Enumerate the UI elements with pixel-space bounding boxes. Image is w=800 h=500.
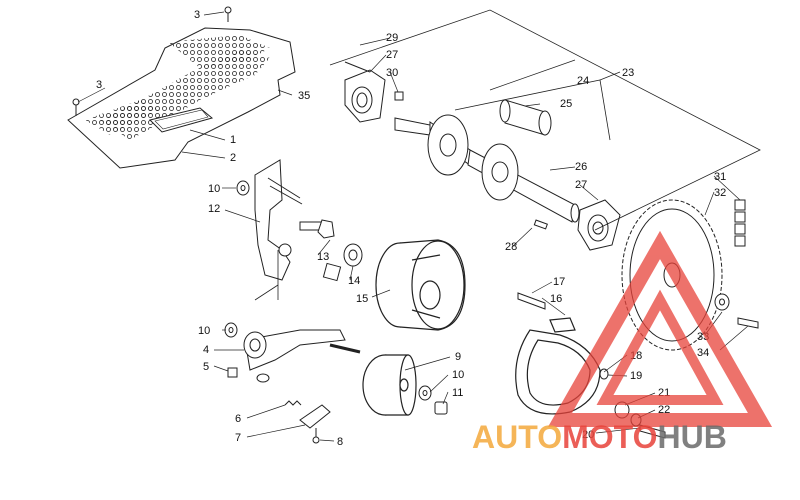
key-28 — [533, 219, 548, 230]
watermark-hub: HUB — [657, 419, 726, 455]
washer-33 — [714, 293, 730, 311]
callout-28: 28 — [505, 241, 517, 253]
callout-9: 9 — [455, 351, 461, 363]
callout-3-left: 3 — [96, 79, 102, 91]
screw-3-top — [224, 6, 232, 22]
bolt-34 — [737, 317, 759, 329]
callout-14: 14 — [348, 275, 360, 287]
washer-10-upper — [236, 180, 250, 196]
spring-6 — [284, 400, 302, 406]
callout-35: 35 — [298, 90, 310, 102]
callout-27-lower: 27 — [575, 179, 587, 191]
callout-26: 26 — [575, 161, 587, 173]
callout-29: 29 — [386, 32, 398, 44]
nut-5 — [227, 367, 238, 378]
callout-27-upper: 27 — [386, 49, 398, 61]
screw-8 — [312, 428, 320, 444]
callout-15: 15 — [356, 293, 368, 305]
callout-3-top: 3 — [194, 9, 200, 21]
shaft-sleeve-25 — [499, 99, 552, 136]
washer-18-19 — [599, 368, 609, 380]
callout-4: 4 — [203, 344, 209, 356]
washer-14 — [343, 243, 363, 267]
callout-6: 6 — [235, 413, 241, 425]
callout-34: 34 — [697, 347, 709, 359]
main-shaft — [394, 114, 580, 223]
flange-bearing-lower — [577, 199, 621, 251]
callout-24: 24 — [577, 75, 589, 87]
mounting-bracket — [254, 159, 303, 281]
callout-13: 13 — [317, 251, 329, 263]
callout-2: 2 — [230, 152, 236, 164]
drum-pulley — [375, 239, 466, 331]
callout-25: 25 — [560, 98, 572, 110]
washer-10-lower — [418, 385, 432, 401]
bolt-13 — [299, 219, 342, 282]
callout-10-mid: 10 — [198, 325, 210, 337]
callout-30: 30 — [386, 67, 398, 79]
tension-arm — [243, 329, 361, 383]
callout-23: 23 — [622, 67, 634, 79]
skid-plate — [67, 27, 296, 169]
washer-10-mid — [224, 322, 238, 338]
bolt-20 — [639, 424, 666, 439]
nut-30 — [394, 91, 404, 101]
idler-pulley — [362, 354, 417, 416]
callout-20: 20 — [582, 429, 594, 441]
nut-11 — [434, 401, 448, 415]
clip-7 — [299, 404, 331, 429]
callout-31: 31 — [714, 171, 726, 183]
watermark-logo — [547, 230, 773, 427]
callout-1: 1 — [230, 134, 236, 146]
callout-32: 32 — [714, 187, 726, 199]
drive-chain — [734, 199, 746, 247]
callout-19: 19 — [630, 370, 642, 382]
watermark-text: AUTOMOTOHUB — [472, 419, 727, 455]
flange-bearing-upper — [344, 61, 386, 123]
watermark-moto: MOTO — [562, 419, 657, 455]
pin-17 — [517, 292, 546, 310]
callout-5: 5 — [203, 361, 209, 373]
callout-11: 11 — [452, 387, 463, 399]
screw-3-left — [72, 98, 80, 116]
callout-10-lower: 10 — [452, 369, 464, 381]
callout-12: 12 — [208, 203, 220, 215]
watermark-auto: AUTO — [472, 419, 562, 455]
callout-8: 8 — [337, 436, 343, 448]
callout-7: 7 — [235, 432, 241, 444]
callout-10-upper: 10 — [208, 183, 220, 195]
callout-17: 17 — [553, 276, 565, 288]
callout-16: 16 — [550, 293, 562, 305]
